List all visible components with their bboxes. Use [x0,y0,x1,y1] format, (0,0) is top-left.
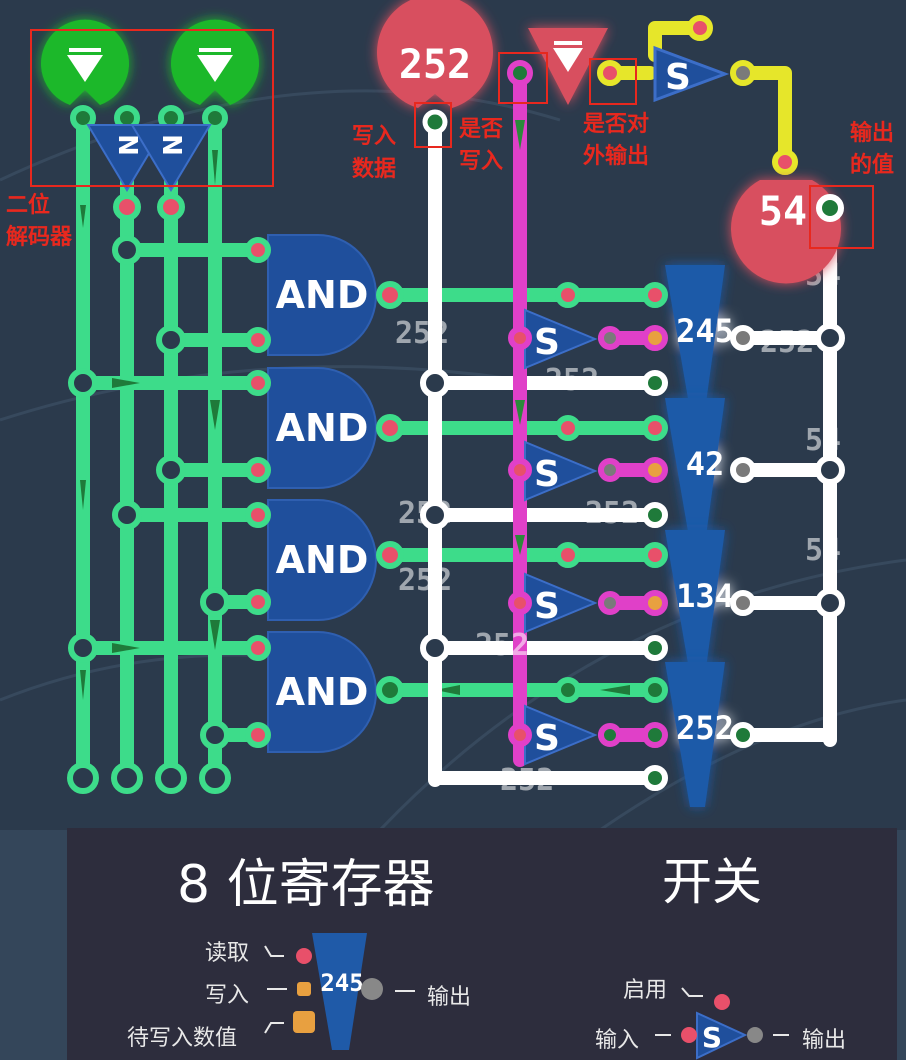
ghost-text: 54 [805,533,841,568]
decoder-input-a[interactable] [41,19,130,105]
decoder-pins [70,105,228,131]
legend-register-output: 输出 [427,985,472,1010]
white-junctions [420,323,845,663]
ghost-text: 252 [545,363,599,398]
legend-register-pending: 待写入数值 [127,1026,238,1051]
legend-switch-leaders [655,987,789,1036]
svg-text:S: S [702,1021,722,1054]
output-switch: S [653,45,730,103]
legend-register-read: 读取 [205,941,250,966]
ghost-text: 252 [585,496,639,531]
legend-switch-enable: 启用 [623,978,668,1003]
annotation-output-value-1: 输出 [850,120,894,146]
not-gate-b: N [130,124,212,192]
register-switch-1: S [524,308,598,370]
annotation-decoder-2: 解码器 [6,224,73,250]
decoder-input-b[interactable] [171,19,260,105]
annotation-write-data-2: 数据 [352,156,396,182]
register-input-pins [642,282,668,791]
annotation-boxes [30,29,874,249]
annotation-output-enable-2: 外输出 [583,143,649,169]
svg-text:N: N [112,134,142,156]
svg-text:AND: AND [276,538,369,582]
annotation-write-data-1: 写入 [352,124,396,149]
register-1: 245 [665,265,734,410]
svg-text:S: S [534,586,560,627]
svg-text:245: 245 [320,969,363,997]
switch-pins [508,326,622,747]
green-junctions [67,235,231,794]
svg-text:252: 252 [676,709,734,747]
and-gate-3: AND [267,499,377,621]
arrow-down-icon [197,55,233,82]
annotation-decoder-1: 二位 [6,192,50,218]
legend-diagram: 245 S [264,933,789,1060]
ghost-text: 252 [398,563,452,598]
register-switch-3: S [524,572,598,634]
svg-text:N: N [156,134,186,156]
annotation-write-enable-2: 写入 [459,149,503,174]
data-input-pin [422,109,448,135]
switch-legend-title: 开关 [662,853,762,911]
svg-text:AND: AND [276,670,369,714]
output-value-pin [816,194,844,222]
legend-switch-symbol: S [681,994,763,1060]
svg-text:252: 252 [399,42,471,88]
svg-text:S: S [665,57,691,98]
register-output-pins [730,325,756,748]
svg-text:42: 42 [686,445,725,483]
register-2: 42 [665,398,725,543]
arrow-down-icon [67,55,103,82]
data-input-node[interactable]: 252 [377,0,493,108]
svg-text:245: 245 [676,312,734,350]
ghost-text: 252 [475,628,529,663]
svg-text:AND: AND [276,406,369,450]
register-legend-title: 8 位寄存器 [177,855,435,915]
svg-text:S: S [534,322,560,363]
register-4: 252 [665,662,734,807]
ghost-text: 252 [760,325,814,360]
ghost-text: 252 [395,316,449,351]
legend-switch-output: 输出 [802,1028,847,1053]
svg-text:134: 134 [676,577,734,615]
svg-text:54: 54 [759,189,807,235]
ghost-texts: 252 252 252 252 252 252 252 252 54 54 54 [395,258,841,798]
and-gate-4-output-pin [376,676,404,704]
legend-register-write: 写入 [205,983,250,1008]
svg-text:AND: AND [276,273,369,317]
magenta-wires [513,66,662,767]
register-switch-2: S [524,440,598,502]
green-wire-flow-marks [80,150,630,700]
and-gate-2: AND [267,367,377,489]
ghost-text: 54 [805,423,841,458]
annotation-texts: 写入 数据 是否 写入 是否对 外输出 输出 的值 二位 解码器 [6,112,894,250]
magenta-flow-marks [515,120,525,555]
and-gate-pins [245,237,404,748]
write-enable-pin [507,60,533,86]
not-gate-outputs [113,193,185,221]
annotation-write-enable-1: 是否 [459,117,503,142]
and-gate-4: AND [267,631,377,753]
circuit-board: 252 252 252 252 252 252 252 252 54 54 54… [0,0,906,830]
legend-switch-input: 输入 [595,1028,640,1053]
annotation-output-enable-1: 是否对 [583,112,649,137]
wire-pins-green [555,282,581,568]
and-gate-1: AND [267,234,377,356]
legend-register-leaders [264,945,415,1034]
wire-pin [555,677,581,703]
output-value-node: 54 [731,180,841,284]
svg-text:S: S [534,718,560,759]
ghost-text: 252 [500,763,554,798]
legend-register-symbol: 245 [293,933,383,1050]
register-switch-4: S [524,704,598,766]
arrow-down-icon [553,48,583,72]
annotation-output-value-2: 的值 [850,152,894,178]
svg-text:S: S [534,454,560,495]
legend-panel: 8 位寄存器 开关 245 S [67,828,897,1060]
output-switch-pins [597,15,798,175]
write-enable-input[interactable] [528,28,608,105]
register-3: 134 [665,530,734,675]
